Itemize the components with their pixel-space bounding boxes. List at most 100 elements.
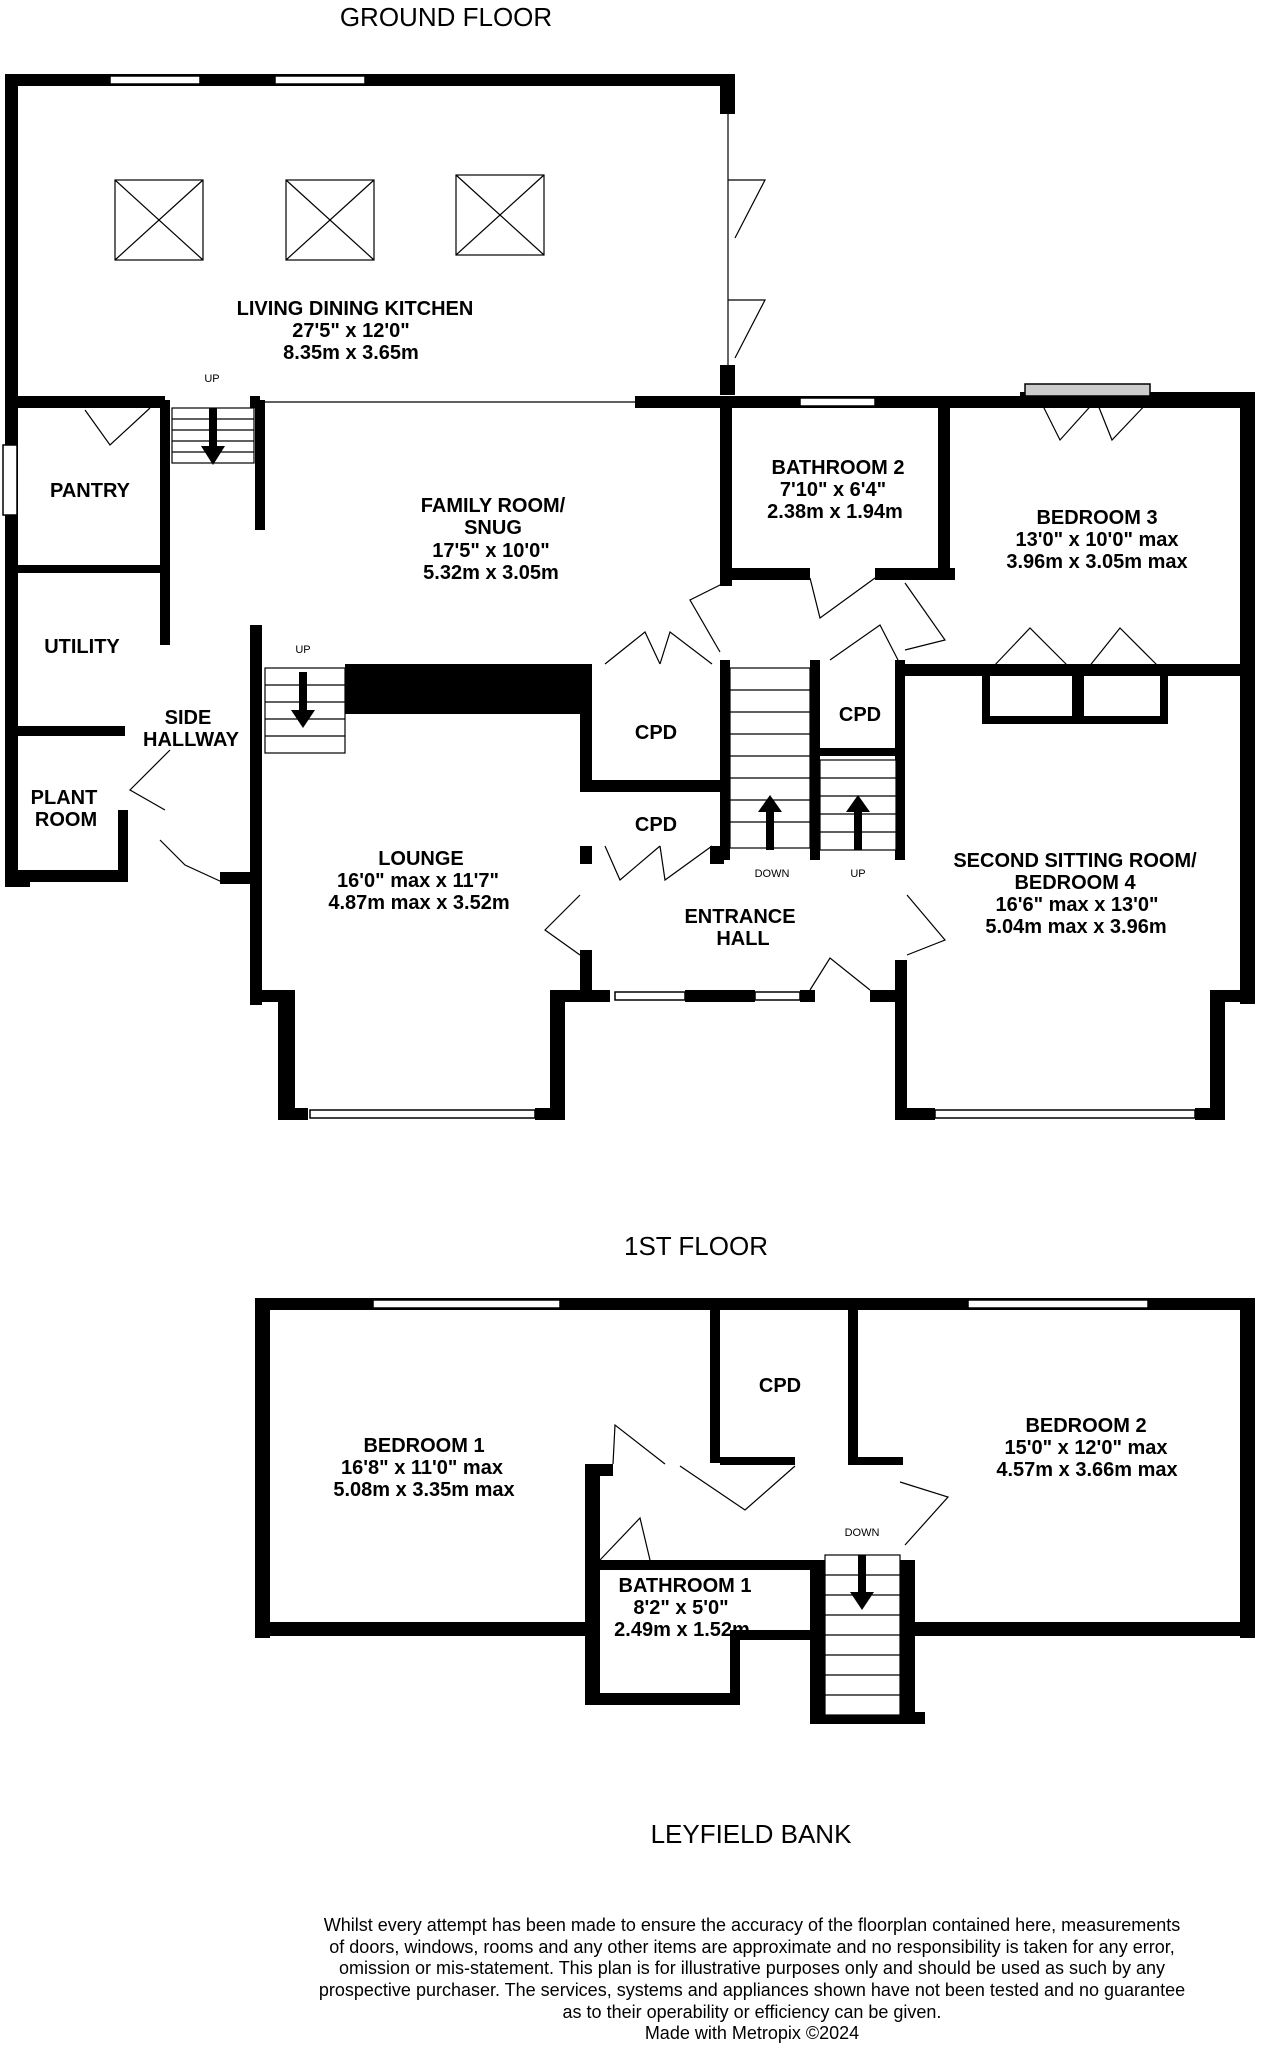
first-floor-windows	[372, 1299, 1149, 1309]
ground-floor-labels: LIVING DINING KITCHEN 27'5" x 12'0" 8.35…	[31, 298, 1197, 950]
ground-floor-walls	[5, 74, 1255, 1120]
lounge-name: LOUNGE	[378, 848, 464, 870]
door-swing-icon	[1095, 399, 1151, 442]
first-floor-title: 1ST FLOOR	[624, 1231, 768, 1261]
second-sitting-name-2: BEDROOM 4	[1014, 872, 1136, 894]
disclaimer-line: prospective purchaser. The services, sys…	[319, 1980, 1185, 2000]
stair-kitchen	[171, 407, 255, 465]
disclaimer-line: of doors, windows, rooms and any other i…	[329, 1937, 1174, 1957]
ground-floor-title: GROUND FLOOR	[340, 2, 552, 32]
stair-up-label: UP	[204, 373, 219, 385]
door-swing-icon	[1087, 627, 1161, 669]
second-sitting-metric: 5.04m max x 3.96m	[985, 916, 1166, 938]
lounge-metric: 4.87m max x 3.52m	[328, 892, 509, 914]
door-swing-icon	[1039, 399, 1097, 442]
door-swing-icon	[544, 894, 581, 956]
door-swing-icon	[991, 627, 1071, 669]
bedroom3-imperial: 13'0" x 10'0" max	[1015, 529, 1178, 551]
property-name: LEYFIELD BANK	[651, 1819, 853, 1849]
door-swing-icon	[689, 579, 731, 653]
bedroom3-name: BEDROOM 3	[1036, 507, 1157, 529]
door-swing-icon	[659, 845, 713, 882]
ground-floor-windows	[2, 75, 1196, 1119]
utility-name: UTILITY	[44, 636, 120, 658]
metropix-credit: Made with Metropix ©2024	[645, 2023, 859, 2043]
side-hallway-name-1: SIDE	[165, 707, 212, 729]
lounge-imperial: 16'0" max x 11'7"	[337, 870, 499, 892]
door-swing-icon	[899, 1481, 950, 1546]
door-swing-icon	[129, 749, 171, 811]
stair-down-label: DOWN	[845, 1527, 880, 1539]
door-swing-icon	[612, 1423, 666, 1465]
door-swing-icon	[728, 299, 766, 359]
skylights	[114, 174, 545, 261]
door-swing-icon	[679, 1465, 796, 1511]
second-sitting-imperial: 16'6" max x 13'0"	[995, 894, 1158, 916]
stair-side-hall	[264, 667, 346, 754]
stair-entrance-up	[819, 759, 897, 851]
bathroom1-imperial: 8'2" x 5'0"	[633, 1597, 728, 1619]
stair-down-label: DOWN	[755, 868, 790, 880]
family-metric: 5.32m x 3.05m	[423, 562, 559, 584]
entrance-hall-name-1: ENTRANCE	[684, 906, 795, 928]
cpd-label: CPD	[839, 704, 881, 726]
plant-room-name-2: ROOM	[35, 809, 97, 831]
arrow-down-icon	[201, 446, 225, 465]
cpd-label: CPD	[635, 722, 677, 744]
door-swing-icon	[604, 631, 661, 665]
door-swing-icon	[809, 957, 871, 991]
skylight-icon	[285, 179, 375, 261]
door-swing-icon	[159, 839, 223, 883]
first-floor-walls	[255, 1298, 1255, 1724]
disclaimer-line: omission or mis-statement. This plan is …	[339, 1958, 1165, 1978]
door-swing-icon	[829, 624, 899, 661]
bedroom1-metric: 5.08m x 3.35m max	[333, 1479, 514, 1501]
kitchen-metric: 8.35m x 3.65m	[283, 342, 419, 364]
bathroom2-name: BATHROOM 2	[772, 457, 905, 479]
family-imperial: 17'5" x 10'0"	[432, 540, 549, 562]
bathroom1-name: BATHROOM 1	[619, 1575, 752, 1597]
disclaimer-line: Whilst every attempt has been made to en…	[324, 1915, 1180, 1935]
stair-up-label: UP	[850, 868, 865, 880]
cpd-label: CPD	[635, 814, 677, 836]
second-sitting-name-1: SECOND SITTING ROOM/	[953, 850, 1197, 872]
door-swing-icon	[728, 179, 766, 239]
arrow-up-icon	[846, 795, 870, 812]
bedroom1-name: BEDROOM 1	[363, 1435, 484, 1457]
bathroom2-metric: 2.38m x 1.94m	[767, 501, 903, 523]
door-swing-icon	[599, 1516, 651, 1561]
cpd-label: CPD	[759, 1375, 801, 1397]
disclaimer: Whilst every attempt has been made to en…	[319, 1915, 1185, 2043]
bedroom1-imperial: 16'8" x 11'0" max	[341, 1457, 503, 1479]
bedroom2-imperial: 15'0" x 12'0" max	[1004, 1437, 1167, 1459]
stair-entrance-down	[729, 667, 811, 850]
bedroom2-metric: 4.57m x 3.66m max	[996, 1459, 1177, 1481]
door-swing-icon	[904, 582, 946, 651]
family-name-1: FAMILY ROOM/	[421, 495, 566, 517]
ground-floor-stairs	[171, 407, 897, 851]
first-floor-doors	[599, 1423, 950, 1561]
ground-floor-doors	[84, 179, 1161, 991]
door-swing-icon	[659, 631, 713, 665]
bedroom2-name: BEDROOM 2	[1025, 1415, 1146, 1437]
kitchen-imperial: 27'5" x 12'0"	[292, 320, 409, 342]
bathroom2-imperial: 7'10" x 6'4"	[780, 479, 886, 501]
arrow-down-icon	[291, 710, 315, 728]
arrow-down-icon	[850, 1592, 874, 1610]
entrance-hall-name-2: HALL	[716, 928, 769, 950]
side-hallway-name-2: HALLWAY	[143, 729, 240, 751]
skylight-icon	[455, 174, 545, 256]
family-name-2: SNUG	[464, 517, 522, 539]
disclaimer-line: as to their operability or efficiency ca…	[563, 2002, 942, 2022]
bathroom1-metric: 2.49m x 1.52m	[614, 1619, 750, 1641]
door-swing-icon	[809, 577, 876, 620]
bedroom3-metric: 3.96m x 3.05m max	[1006, 551, 1187, 573]
first-floor-labels: BEDROOM 1 16'8" x 11'0" max 5.08m x 3.35…	[333, 1375, 1177, 1641]
first-floor-stair	[824, 1554, 901, 1716]
stair-up-label: UP	[295, 644, 310, 656]
kitchen-name: LIVING DINING KITCHEN	[237, 298, 474, 320]
arrow-up-icon	[758, 795, 782, 812]
door-swing-icon	[604, 845, 661, 881]
